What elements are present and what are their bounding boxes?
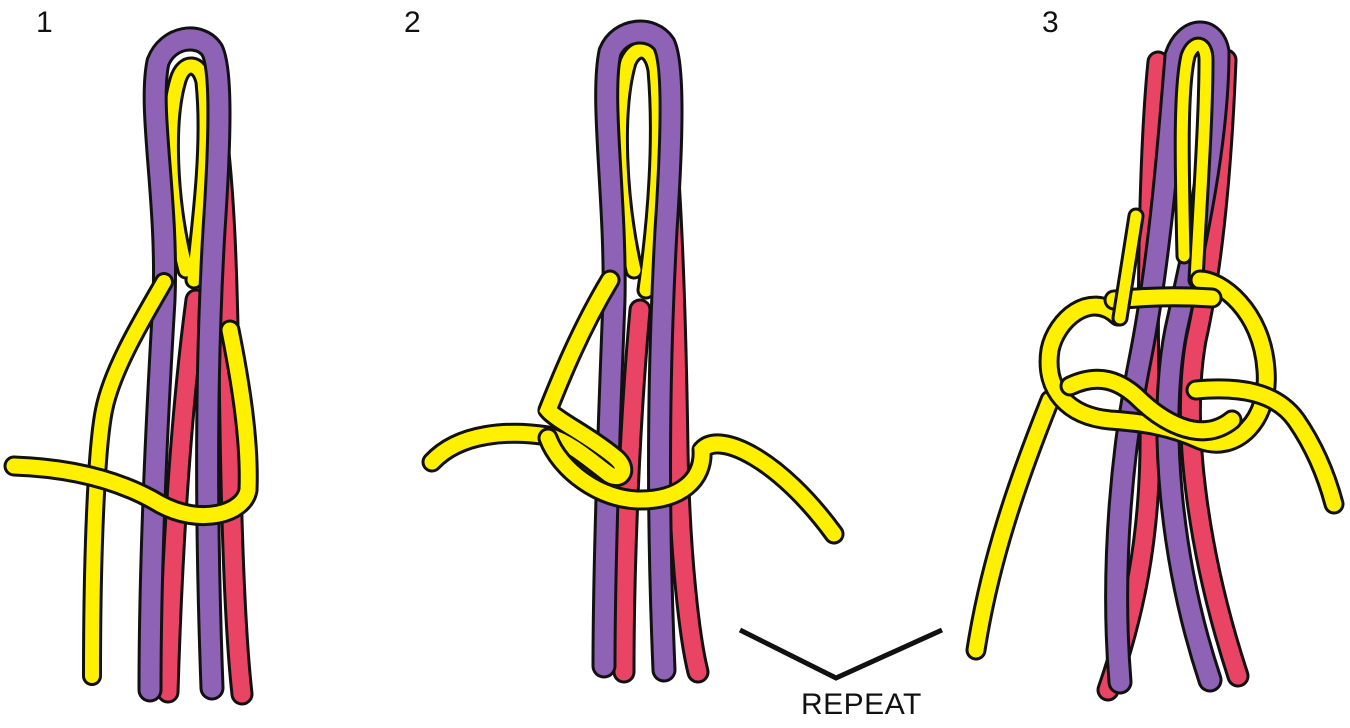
step-2-illustration	[432, 32, 834, 672]
repeat-arrow	[740, 630, 942, 678]
step-1-illustration	[14, 39, 248, 694]
step-3-yellow-loop	[1182, 45, 1206, 280]
repeat-label: REPEAT	[801, 688, 922, 722]
step-3-illustration	[976, 33, 1334, 690]
